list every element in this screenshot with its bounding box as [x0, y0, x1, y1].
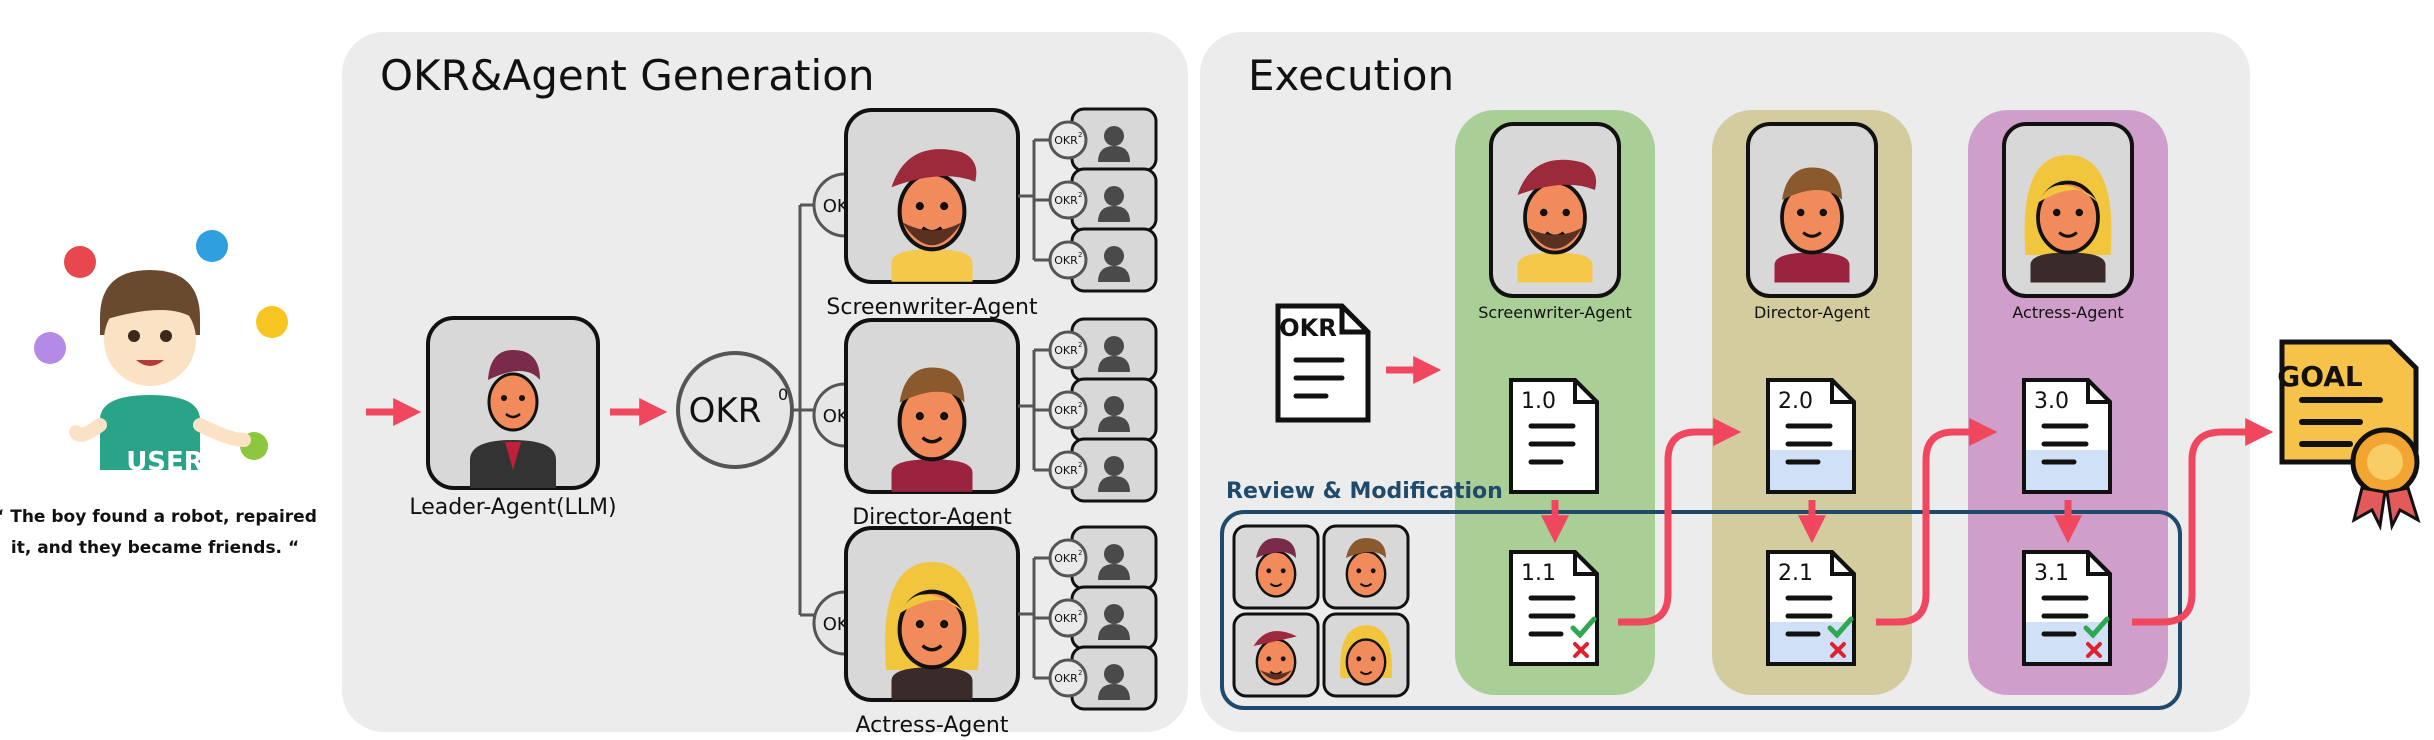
user-face-icon	[104, 294, 196, 386]
version-document-icon: 1.0	[1509, 378, 1599, 494]
version-document-icon: 2.0	[1766, 378, 1856, 494]
okr2-text: OKR	[1054, 404, 1078, 417]
user-badge: USER	[126, 447, 204, 477]
okr2-sup: 2	[1078, 251, 1082, 259]
okr2-text: OKR	[1054, 254, 1078, 267]
okr-document-icon	[1275, 303, 1371, 423]
okr0-text: OKR	[689, 391, 762, 431]
version-document-icon: 1.1	[1509, 550, 1599, 666]
okr2-node	[1048, 538, 1088, 578]
arrow-1-1-to-2-0	[1618, 418, 1742, 626]
okr2-sup: 2	[1078, 131, 1082, 139]
generation-title: OKR&Agent Generation	[380, 51, 875, 100]
okr2-sup: 2	[1078, 401, 1082, 409]
version-document-icon: 3.0	[2022, 378, 2112, 494]
cross-icon	[1573, 642, 1589, 658]
agent-label-1: Director-Agent	[852, 505, 1012, 530]
okr2-node	[1048, 120, 1088, 160]
juggle-ball-yellow-icon	[256, 306, 288, 338]
exec-agent-label: Actress-Agent	[2012, 303, 2123, 322]
okr2-text: OKR	[1054, 464, 1078, 477]
check-icon	[1570, 616, 1597, 639]
version-number: 1.0	[1521, 389, 1556, 414]
exec-agent-label: Director-Agent	[1754, 303, 1870, 322]
okr2-text: OKR	[1054, 672, 1078, 685]
exec-column-1: Director-Agent 2.0 2.1	[1746, 122, 1878, 666]
arrow-3-1-to-goal	[2132, 418, 2274, 626]
okr2-text: OKR	[1054, 344, 1078, 357]
okr2-sup: 2	[1078, 669, 1082, 677]
okr2-sup: 2	[1078, 191, 1082, 199]
version-number: 2.0	[1778, 389, 1813, 414]
juggle-ball-purple-icon	[34, 332, 66, 364]
user-quote-line1: “ The boy found a robot, repaired	[0, 507, 317, 527]
version-number: 3.1	[2034, 561, 2069, 586]
okr0-sup: 0	[778, 385, 788, 404]
okr2-sup: 2	[1078, 341, 1082, 349]
version-document-icon: 3.1	[2022, 550, 2112, 666]
review-avatars	[1232, 524, 1410, 698]
version-number: 3.0	[2034, 389, 2069, 414]
okr2-node	[1048, 598, 1088, 638]
arrow-2-1-to-3-0	[1876, 418, 1998, 626]
juggle-ball-blue-icon	[196, 230, 228, 262]
exec-column-0: Screenwriter-Agent 1.0 1.1	[1478, 122, 1632, 666]
goal-label: GOAL	[2277, 360, 2363, 393]
cross-icon	[1830, 642, 1846, 658]
agent-label-2: Actress-Agent	[856, 713, 1009, 738]
okr2-text: OKR	[1054, 552, 1078, 565]
okr2-sup: 2	[1078, 461, 1082, 469]
user-quote-line2: it, and they became friends. “	[11, 538, 299, 558]
leader-agent-label: Leader-Agent(LLM)	[409, 495, 616, 520]
okr2-sup: 2	[1078, 609, 1082, 617]
leader-agent-avatar	[426, 316, 600, 490]
okr2-text: OKR	[1054, 612, 1078, 625]
cross-icon	[2086, 642, 2102, 658]
agent-face-icon	[885, 562, 979, 700]
exec-agent-face-icon	[1774, 167, 1850, 283]
okr2-sup: 2	[1078, 549, 1082, 557]
goal-document-icon	[2279, 339, 2421, 531]
agent-face-icon	[891, 149, 977, 282]
version-number: 1.1	[1521, 561, 1556, 586]
agent-face-icon	[891, 367, 973, 492]
review-modification-box	[1220, 510, 2182, 710]
exec-agent-face-icon	[2024, 155, 2112, 283]
check-icon	[2083, 616, 2110, 639]
agent-label-0: Screenwriter-Agent	[826, 295, 1038, 320]
version-number: 2.1	[1778, 561, 1813, 586]
exec-agent-label: Screenwriter-Agent	[1478, 303, 1632, 322]
okr2-text: OKR	[1054, 134, 1078, 147]
okr2-node	[1048, 390, 1088, 430]
okr-doc-label: OKR	[1279, 314, 1336, 342]
review-label: Review & Modification	[1226, 479, 1503, 504]
juggle-ball-red-icon	[64, 246, 96, 278]
okr2-node	[1048, 658, 1088, 698]
okr2-node	[1048, 330, 1088, 370]
exec-column-2: Actress-Agent 3.0 3.1	[2002, 122, 2134, 666]
user-figure: USER	[34, 230, 288, 477]
version-document-icon: 2.1	[1766, 550, 1856, 666]
okr2-node	[1048, 240, 1088, 280]
okr2-text: OKR	[1054, 194, 1078, 207]
exec-agent-face-icon	[1517, 159, 1597, 283]
okr2-node	[1048, 180, 1088, 220]
okr2-node	[1048, 450, 1088, 490]
execution-title: Execution	[1248, 51, 1454, 100]
check-icon	[1827, 616, 1854, 639]
